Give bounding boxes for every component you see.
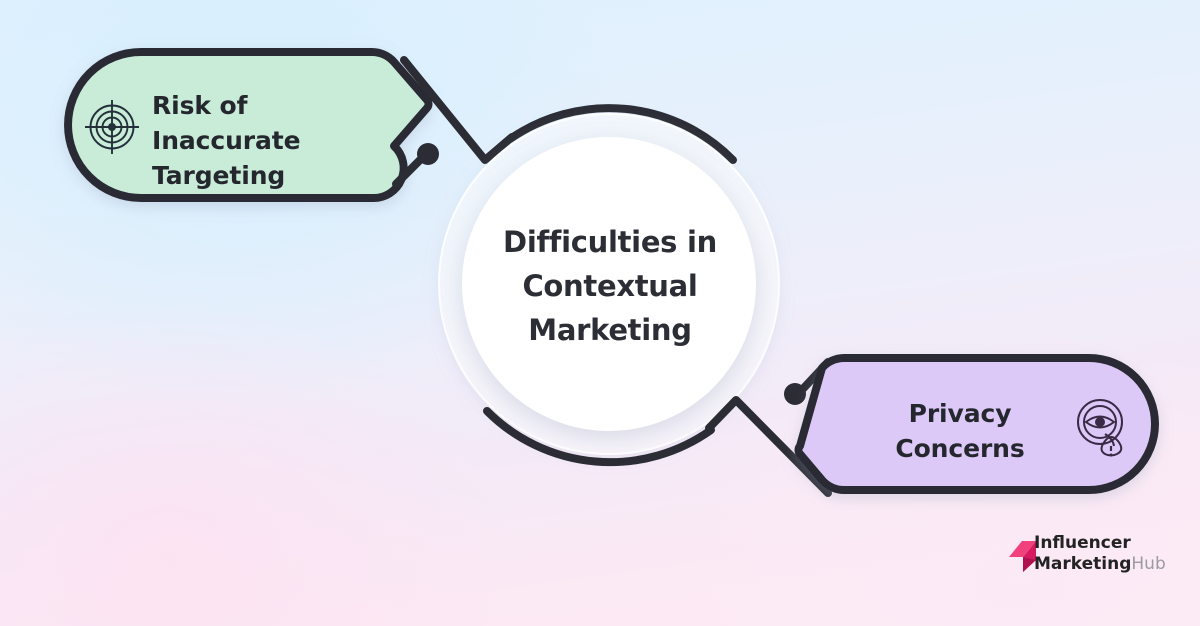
- logo-line-influencer: Influencer: [1034, 533, 1131, 553]
- connector-green-to-center: [392, 56, 737, 188]
- influencer-marketing-hub-logo[interactable]: Influencer MarketingHub: [1008, 533, 1166, 579]
- center-title: Difficulties in Contextual Marketing: [470, 220, 750, 352]
- center-title-line-3: Marketing: [528, 313, 692, 347]
- node-label-risk-of-inaccurate-targeting: Risk of Inaccurate Targeting: [152, 91, 301, 190]
- logo-line-marketinghub: MarketingHub: [1034, 554, 1166, 575]
- center-inner-circle: [462, 137, 756, 431]
- logo-arrow-icon: [1009, 541, 1036, 572]
- node-risk-of-inaccurate-targeting[interactable]: [64, 48, 433, 203]
- node-green-shape: [64, 48, 433, 203]
- connector-green-arc: [506, 104, 737, 164]
- connector-green-dot: [417, 143, 439, 165]
- node-privacy-concerns[interactable]: [794, 354, 1159, 494]
- connector-purple-line: [705, 396, 832, 497]
- connector-purple-arc: [483, 407, 715, 467]
- connector-green-line: [400, 56, 516, 164]
- logo-word-hub: Hub: [1131, 554, 1166, 574]
- node-purple-shape: [794, 354, 1159, 494]
- logo-word-marketing: Marketing: [1034, 554, 1132, 574]
- target-icon: [85, 100, 139, 154]
- center-title-line-1: Difficulties in: [503, 225, 717, 259]
- connector-purple-dot: [784, 383, 806, 405]
- node-label-privacy-concerns: Privacy Concerns: [895, 399, 1025, 463]
- center-title-line-2: Contextual: [522, 269, 698, 303]
- privacy-eye-lock-icon: [1077, 399, 1123, 457]
- center-circle-group[interactable]: [438, 113, 780, 455]
- logo-wordmark: Influencer MarketingHub: [1034, 533, 1166, 575]
